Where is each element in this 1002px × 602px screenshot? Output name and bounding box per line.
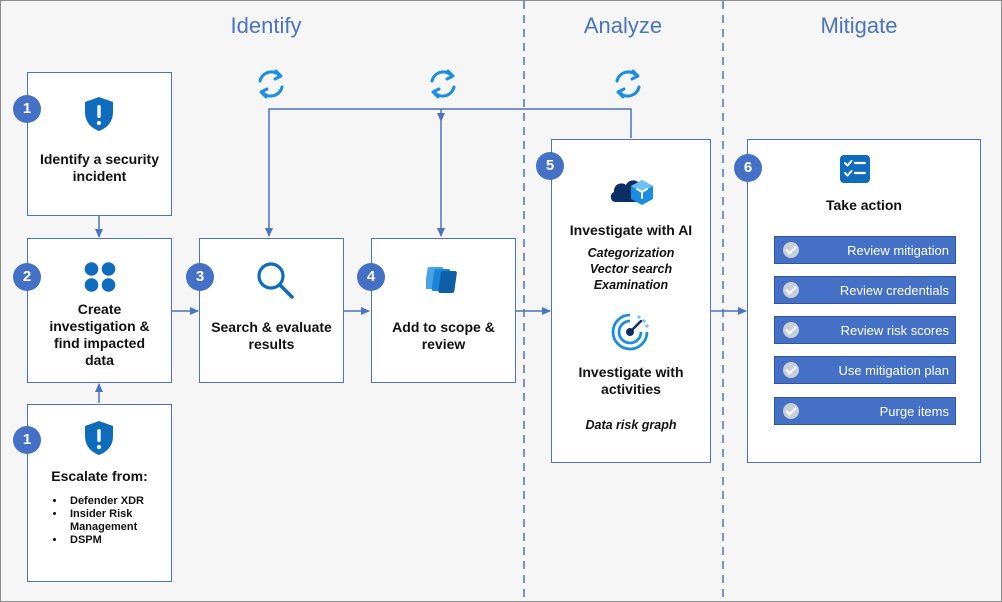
target-icon <box>611 313 649 351</box>
four-circles-icon <box>84 262 116 292</box>
refresh-cycle-icon <box>430 69 456 99</box>
ai-title: Investigate with AI <box>569 222 693 238</box>
step-badge-4: 4 <box>357 263 385 291</box>
refresh-cycle-icon <box>615 69 641 99</box>
activities-methods: Data risk graph <box>552 417 710 433</box>
step-take-action: Take action Review mitigation Review cre… <box>747 139 981 463</box>
step-search: Search & evaluate results <box>199 238 344 383</box>
action-review-mitigation[interactable]: Review mitigation <box>774 236 956 264</box>
step-title: Take action <box>826 197 902 213</box>
step-badge-6: 6 <box>734 154 762 182</box>
escalation-source: Insider Risk Management <box>66 508 171 534</box>
action-label: Review credentials <box>839 283 949 298</box>
magnifier-icon <box>257 262 294 299</box>
step-create-investigation: Create investigation & find impacted dat… <box>27 238 172 383</box>
action-use-mitigation-plan[interactable]: Use mitigation plan <box>774 356 956 384</box>
action-label: Use mitigation plan <box>838 363 949 378</box>
shield-alert-icon <box>85 97 113 131</box>
ai-method: Categorization <box>587 246 675 260</box>
escalation-source: DSPM <box>66 534 171 547</box>
action-review-risk-scores[interactable]: Review risk scores <box>774 316 956 344</box>
check-circle-icon <box>783 403 799 419</box>
step-badge-1: 1 <box>13 95 41 123</box>
action-label: Review mitigation <box>847 243 949 258</box>
step-title: Identify a security incident <box>39 151 160 184</box>
step-title: Escalate from: <box>51 468 148 484</box>
step-badge-escalate: 1 <box>13 426 41 454</box>
step-escalate: Escalate from: Defender XDR Insider Risk… <box>27 404 172 582</box>
shield-alert-icon <box>85 421 113 455</box>
phase-title-identify: Identify <box>230 13 302 38</box>
stacked-cards-icon <box>426 267 457 293</box>
cloud-cube-icon <box>610 180 653 205</box>
step-badge-5: 5 <box>536 152 564 180</box>
activities-method: Data risk graph <box>585 418 677 432</box>
escalation-source: Defender XDR <box>66 495 171 508</box>
activities-title: Investigate with activities <box>578 364 684 397</box>
phase-title-mitigate: Mitigate <box>820 13 898 38</box>
check-circle-icon <box>783 322 799 338</box>
step-title: Search & evaluate results <box>211 319 332 352</box>
escalation-sources-list: Defender XDR Insider Risk Management DSP… <box>46 495 171 547</box>
action-purge-items[interactable]: Purge items <box>774 397 956 425</box>
action-label: Purge items <box>879 404 949 419</box>
check-circle-icon <box>783 242 799 258</box>
checklist-icon <box>840 155 870 183</box>
step-scope: Add to scope & review <box>371 238 516 383</box>
ai-method: Examination <box>593 278 669 292</box>
ai-method: Vector search <box>589 262 673 276</box>
step-identify-incident: Identify a security incident <box>27 72 172 216</box>
step-badge-2: 2 <box>13 263 41 291</box>
check-circle-icon <box>783 362 799 378</box>
phase-title-analyze: Analyze <box>583 13 663 38</box>
step-badge-3: 3 <box>186 263 214 291</box>
step-investigate: Investigate with AI Categorization Vecto… <box>551 139 711 463</box>
feedback-loop-line <box>265 108 632 237</box>
action-review-credentials[interactable]: Review credentials <box>774 276 956 304</box>
check-circle-icon <box>783 282 799 298</box>
step-title: Add to scope & review <box>392 319 495 352</box>
action-label: Review risk scores <box>840 323 949 338</box>
ai-methods: Categorization Vector search Examination <box>552 245 710 293</box>
refresh-cycle-icon <box>258 69 284 99</box>
step-title: Create investigation & find impacted dat… <box>49 301 150 368</box>
